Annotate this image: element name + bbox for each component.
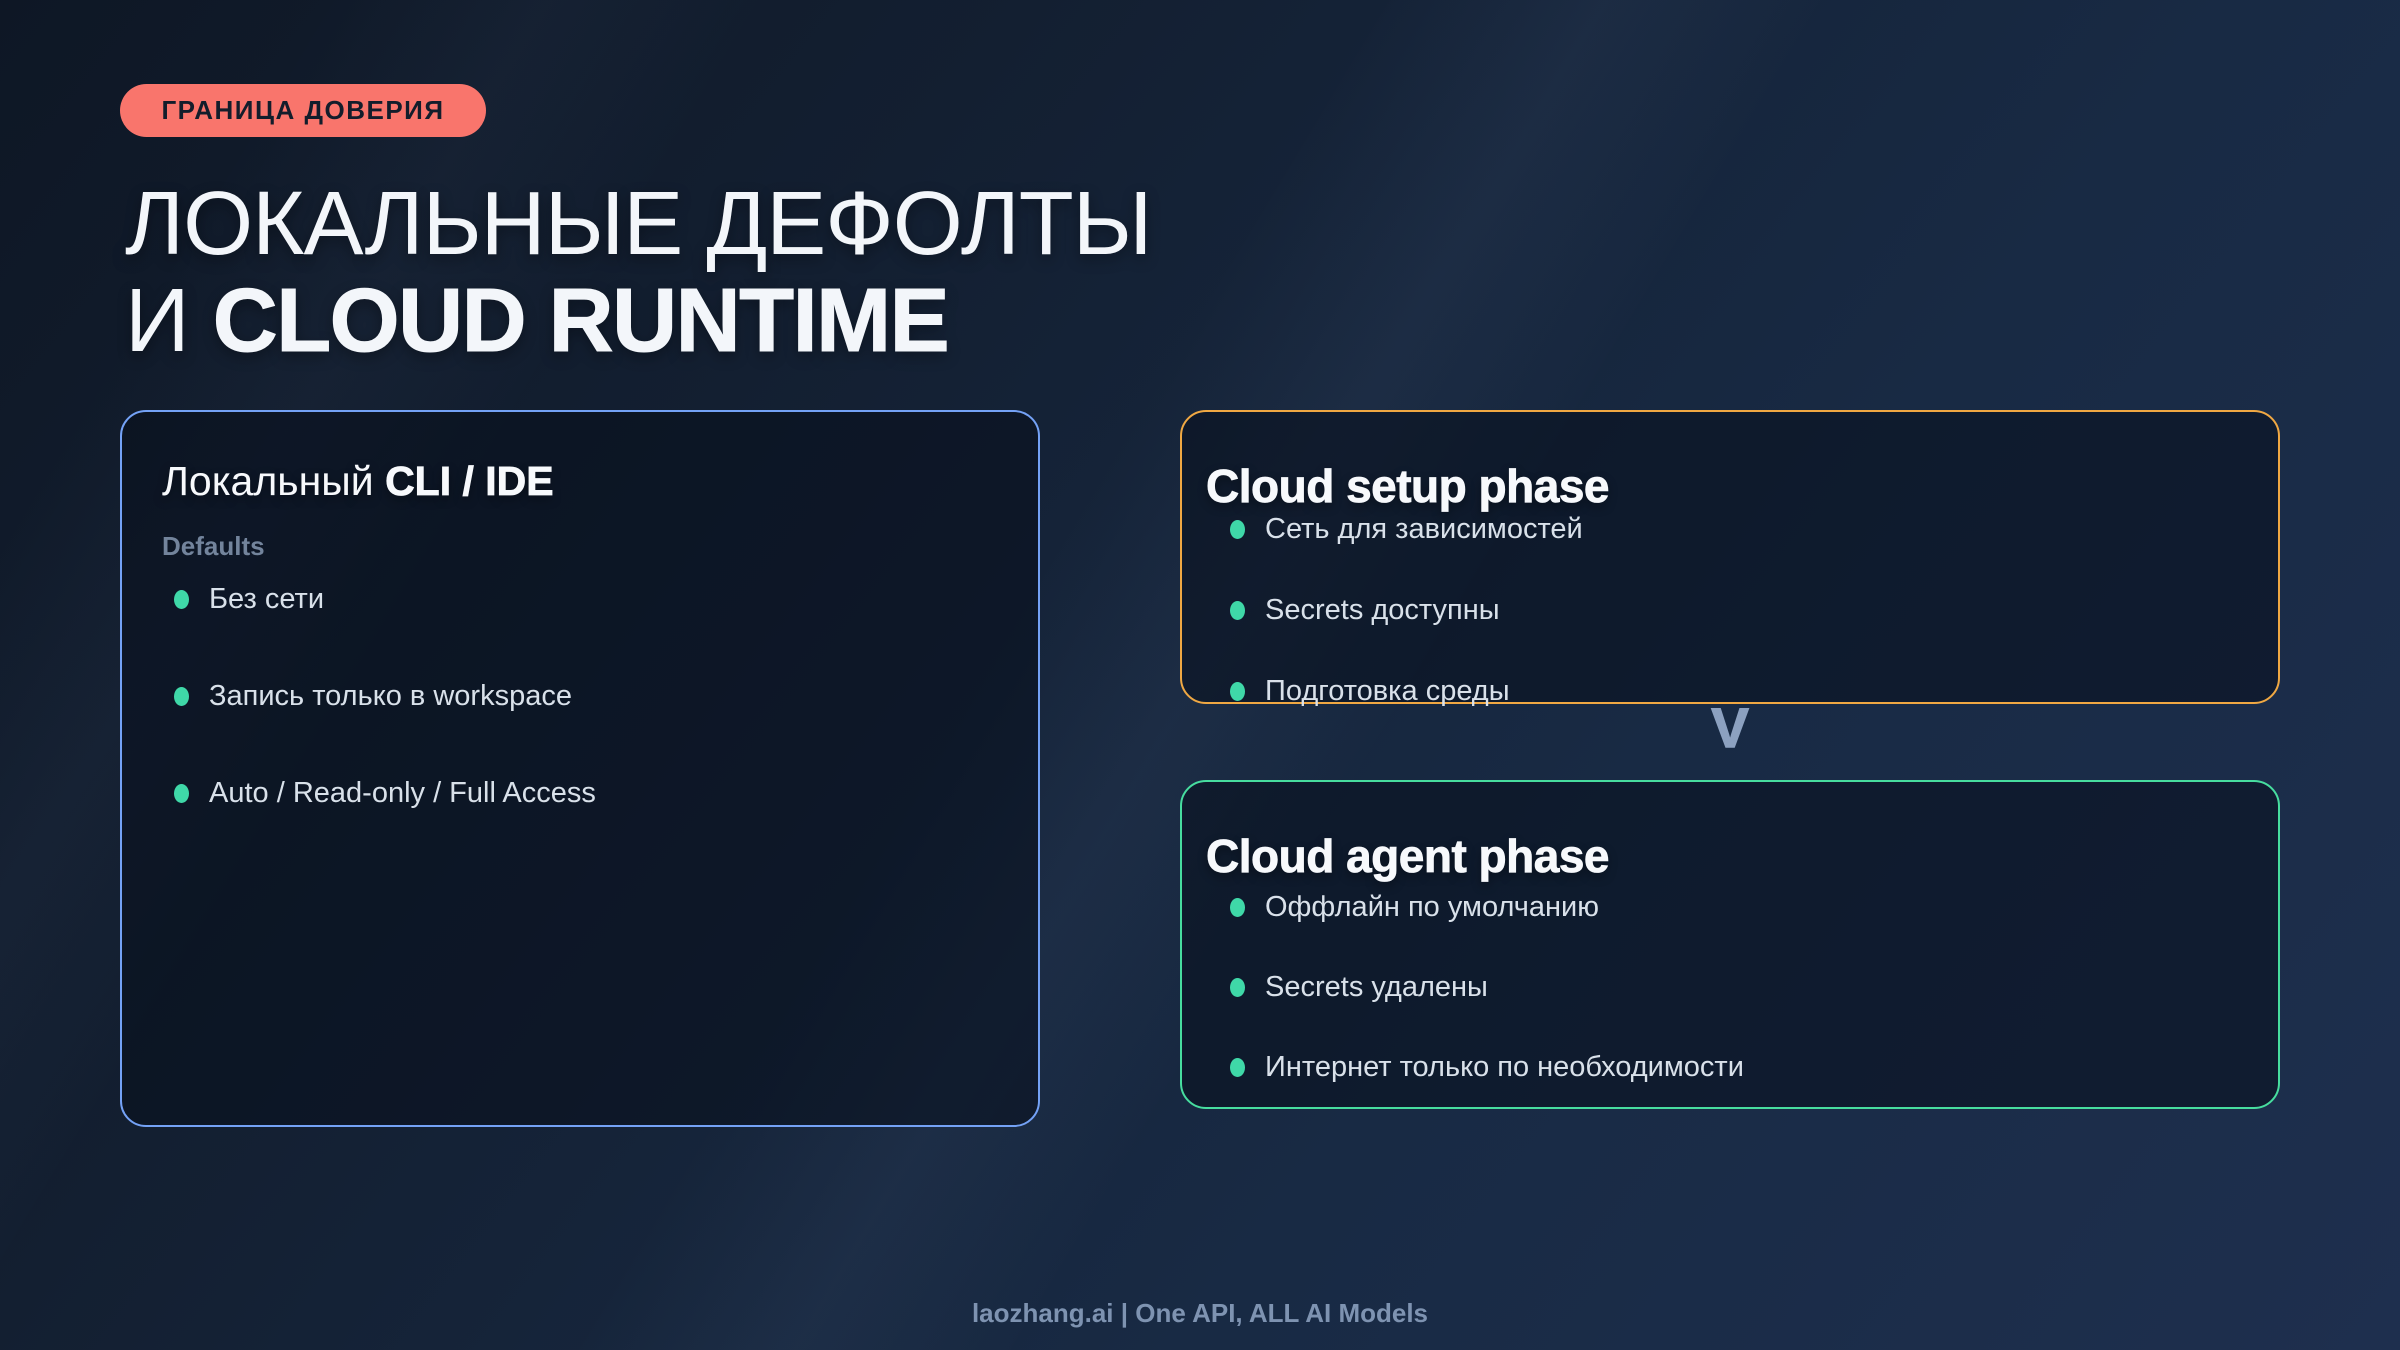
bullet-label: Запись только в workspace (209, 679, 572, 712)
bullet-label: Подготовка среды (1265, 674, 1510, 707)
bullet-label: Интернет только по необходимости (1265, 1050, 1744, 1083)
bullet-dot-icon (174, 783, 189, 803)
cloud-setup-bullet-list: Сеть для зависимостей Secrets доступны П… (1206, 512, 2238, 707)
trust-boundary-badge: ГРАНИЦА ДОВЕРИЯ (120, 84, 486, 137)
cloud-setup-card-title: Cloud setup phase (1206, 460, 1610, 513)
bullet-label: Без сети (209, 582, 325, 615)
trust-boundary-badge-label: ГРАНИЦА ДОВЕРИЯ (161, 95, 445, 125)
list-item: Сеть для зависимостей (1206, 512, 2238, 545)
slide-title-line1: ЛОКАЛЬНЫЕ ДЕФОЛТЫ (125, 174, 1152, 274)
list-item: Secrets удалены (1206, 970, 2238, 1003)
slide-title-line2: И CLOUD RUNTIME (125, 271, 950, 371)
bullet-label: Сеть для зависимостей (1265, 512, 1583, 545)
local-card-bullet-list: Без сети Запись только в workspace Auto … (162, 582, 998, 809)
bullet-dot-icon (1230, 897, 1245, 917)
bullet-dot-icon (1230, 1057, 1245, 1077)
slide-title: ЛОКАЛЬНЫЕ ДЕФОЛТЫ И CLOUD RUNTIME (125, 174, 1152, 371)
cloud-setup-phase-card: Cloud setup phase Сеть для зависимостей … (1180, 410, 2280, 707)
list-item: Интернет только по необходимости (1206, 1050, 2238, 1083)
bullet-dot-icon (174, 686, 189, 706)
local-card-title-bold: CLI / IDE (385, 458, 554, 505)
list-item: Запись только в workspace (162, 679, 998, 712)
bullet-dot-icon (1230, 977, 1245, 997)
cloud-agent-card-title: Cloud agent phase (1206, 830, 1610, 883)
list-item: Auto / Read-only / Full Access (162, 776, 998, 809)
slide-title-line2-bold: CLOUD RUNTIME (212, 271, 950, 371)
bullet-label: Auto / Read-only / Full Access (209, 776, 596, 809)
bullet-label: Secrets доступны (1265, 593, 1500, 626)
down-chevron-icon: V (1711, 696, 1750, 759)
list-item: Без сети (162, 582, 998, 615)
list-item: Оффлайн по умолчанию (1206, 890, 2238, 923)
bullet-label: Secrets удалены (1265, 970, 1488, 1003)
local-cli-ide-card: Локальный CLI / IDE Defaults Без сети За… (120, 410, 1040, 1127)
cloud-agent-bullet-list: Оффлайн по умолчанию Secrets удалены Инт… (1206, 890, 2238, 1083)
bullet-dot-icon (1230, 681, 1245, 701)
list-item: Secrets доступны (1206, 593, 2238, 626)
bullet-dot-icon (174, 589, 189, 609)
list-item: Подготовка среды (1206, 674, 2238, 707)
footer-brand: laozhang.ai | One API, ALL AI Models (971, 1298, 1429, 1328)
local-card-title: Локальный CLI / IDE (162, 458, 554, 505)
local-card-subtitle: Defaults (162, 531, 265, 561)
bullet-label: Оффлайн по умолчанию (1265, 890, 1599, 923)
bullet-dot-icon (1230, 519, 1245, 539)
cloud-agent-phase-card: Cloud agent phase Оффлайн по умолчанию S… (1180, 780, 2280, 1109)
bullet-dot-icon (1230, 600, 1245, 620)
